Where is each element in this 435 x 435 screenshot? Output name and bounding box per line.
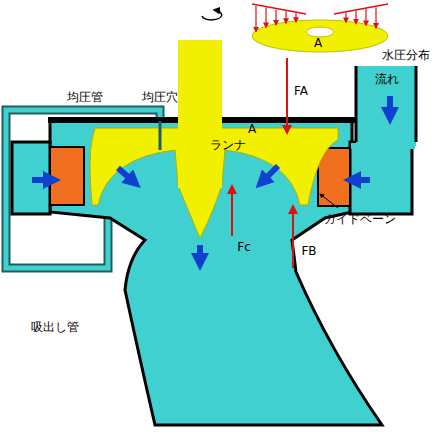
pressure-arrow	[345, 13, 346, 22]
rotation-symbol	[202, 10, 222, 20]
part-label: ガイドベーン	[324, 213, 396, 226]
pressure-arrow	[365, 9, 366, 25]
duct-join	[351, 143, 415, 149]
part-label: 流れ	[375, 73, 399, 86]
balance-hole	[159, 121, 162, 150]
pressure-arrow	[375, 7, 376, 28]
inflow-duct	[356, 66, 416, 146]
spiral-case-right	[350, 142, 412, 214]
force-arrows	[232, 58, 293, 268]
part-label: 均圧穴	[142, 91, 178, 104]
part-label: FB	[301, 245, 316, 258]
part-label: Fc	[237, 241, 251, 254]
leader-line	[320, 194, 338, 208]
flow-arrows	[32, 96, 390, 262]
pressure-arrow	[275, 9, 276, 24]
pressure-disk	[252, 20, 388, 52]
pressure-arrow	[255, 6, 256, 32]
part-label: 均圧管	[67, 91, 103, 104]
guide-vane-left	[50, 147, 84, 205]
part-label: FA	[294, 85, 308, 98]
pressure-arrows	[256, 6, 376, 32]
part-label: 水圧分布	[382, 49, 430, 62]
shaft	[178, 40, 222, 188]
part-label: A	[314, 37, 322, 50]
duct-walls	[356, 66, 416, 142]
disk-hole	[306, 27, 334, 37]
part-label: ランナ	[210, 139, 246, 152]
pressure-arrow	[295, 13, 296, 22]
pressure-arrow	[265, 8, 266, 28]
part-label: 吸出し管	[31, 321, 79, 334]
pressure-envelope	[252, 4, 388, 14]
pressure-arrow	[355, 11, 356, 24]
part-label: A	[248, 123, 256, 136]
pressure-arrow	[285, 11, 286, 23]
